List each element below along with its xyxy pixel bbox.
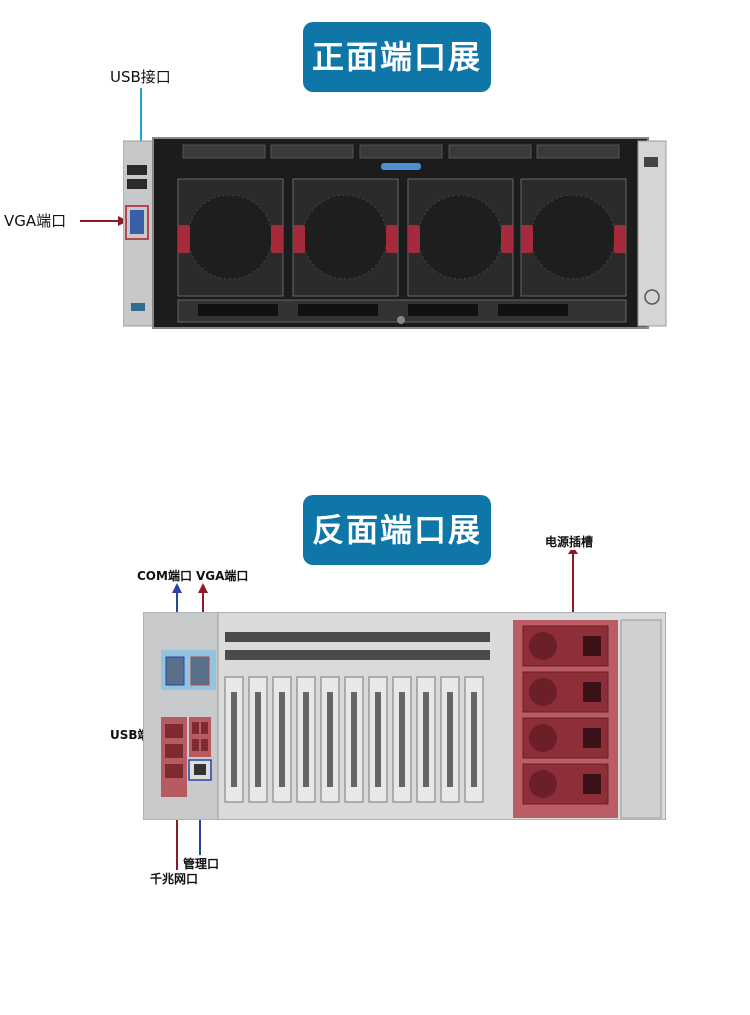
rear-com-label: COM端口 <box>137 569 192 583</box>
rear-gigabit-label: 千兆网口 <box>150 872 199 886</box>
front-usb-label: USB接口 <box>110 68 171 86</box>
rear-power-arrow <box>568 550 578 612</box>
rear-title-badge: 反面端口展示 <box>303 495 491 619</box>
rear-vga-label: VGA端口 <box>196 569 249 583</box>
rear-mgmt-label: 管理口 <box>183 857 220 871</box>
server-rear-image <box>143 612 666 820</box>
front-title-badge: 正面端口展示 <box>303 22 491 146</box>
front-vga-label: VGA端口 <box>4 212 67 230</box>
rear-power-label: 电源插槽 <box>545 535 594 549</box>
server-front-image <box>123 135 669 330</box>
